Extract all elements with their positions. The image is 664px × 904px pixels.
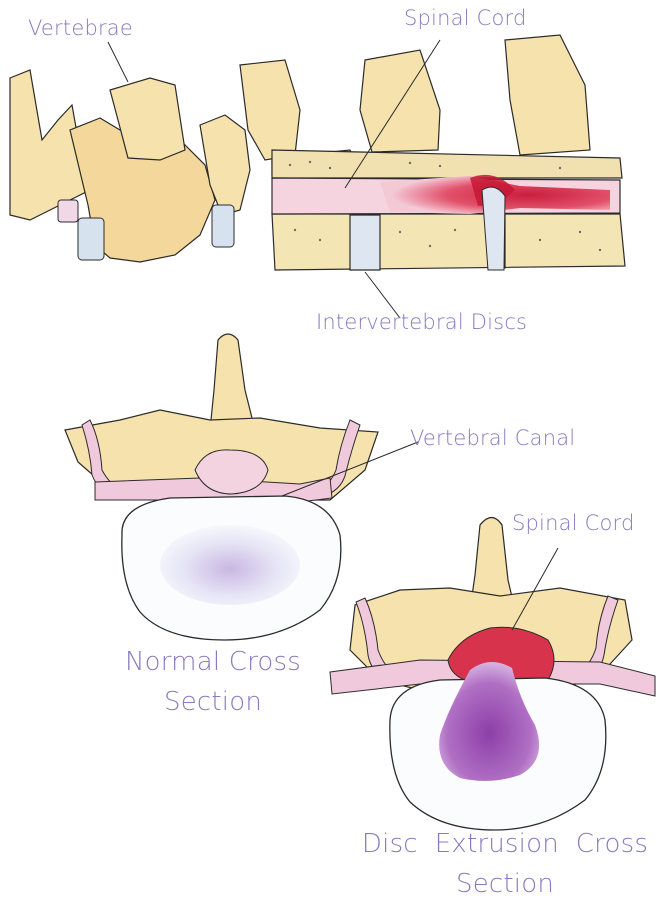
label-vertebrae: Vertebrae [28,16,133,40]
spinous-process-normal [210,334,255,430]
label-spinal-cord-bottom: Spinal Cord [512,511,635,535]
label-intervertebral-discs: Intervertebral Discs [316,310,527,334]
vertebral-bodies [272,35,625,270]
normal-cross-section [65,334,418,640]
label-disc-extrusion-line1: Disc Extrusion Cross [356,824,654,864]
disc-nucleus-normal [160,525,300,605]
extrusion-cross-section [330,518,655,831]
label-spinal-cord-top: Spinal Cord [404,6,527,30]
leader-vertebrae [108,42,128,82]
lateral-spine-view [10,35,625,318]
label-disc-extrusion-line2: Section [356,864,654,904]
label-vertebral-canal: Vertebral Canal [410,426,575,450]
label-normal-cross-section-line1: Normal Cross [98,642,328,682]
label-disc-extrusion-cross-section: Disc Extrusion Cross Section [356,824,654,904]
label-normal-cross-section-line2: Section [98,682,328,722]
vertebra-left-group [10,60,300,262]
label-normal-cross-section: Normal Cross Section [98,642,328,722]
